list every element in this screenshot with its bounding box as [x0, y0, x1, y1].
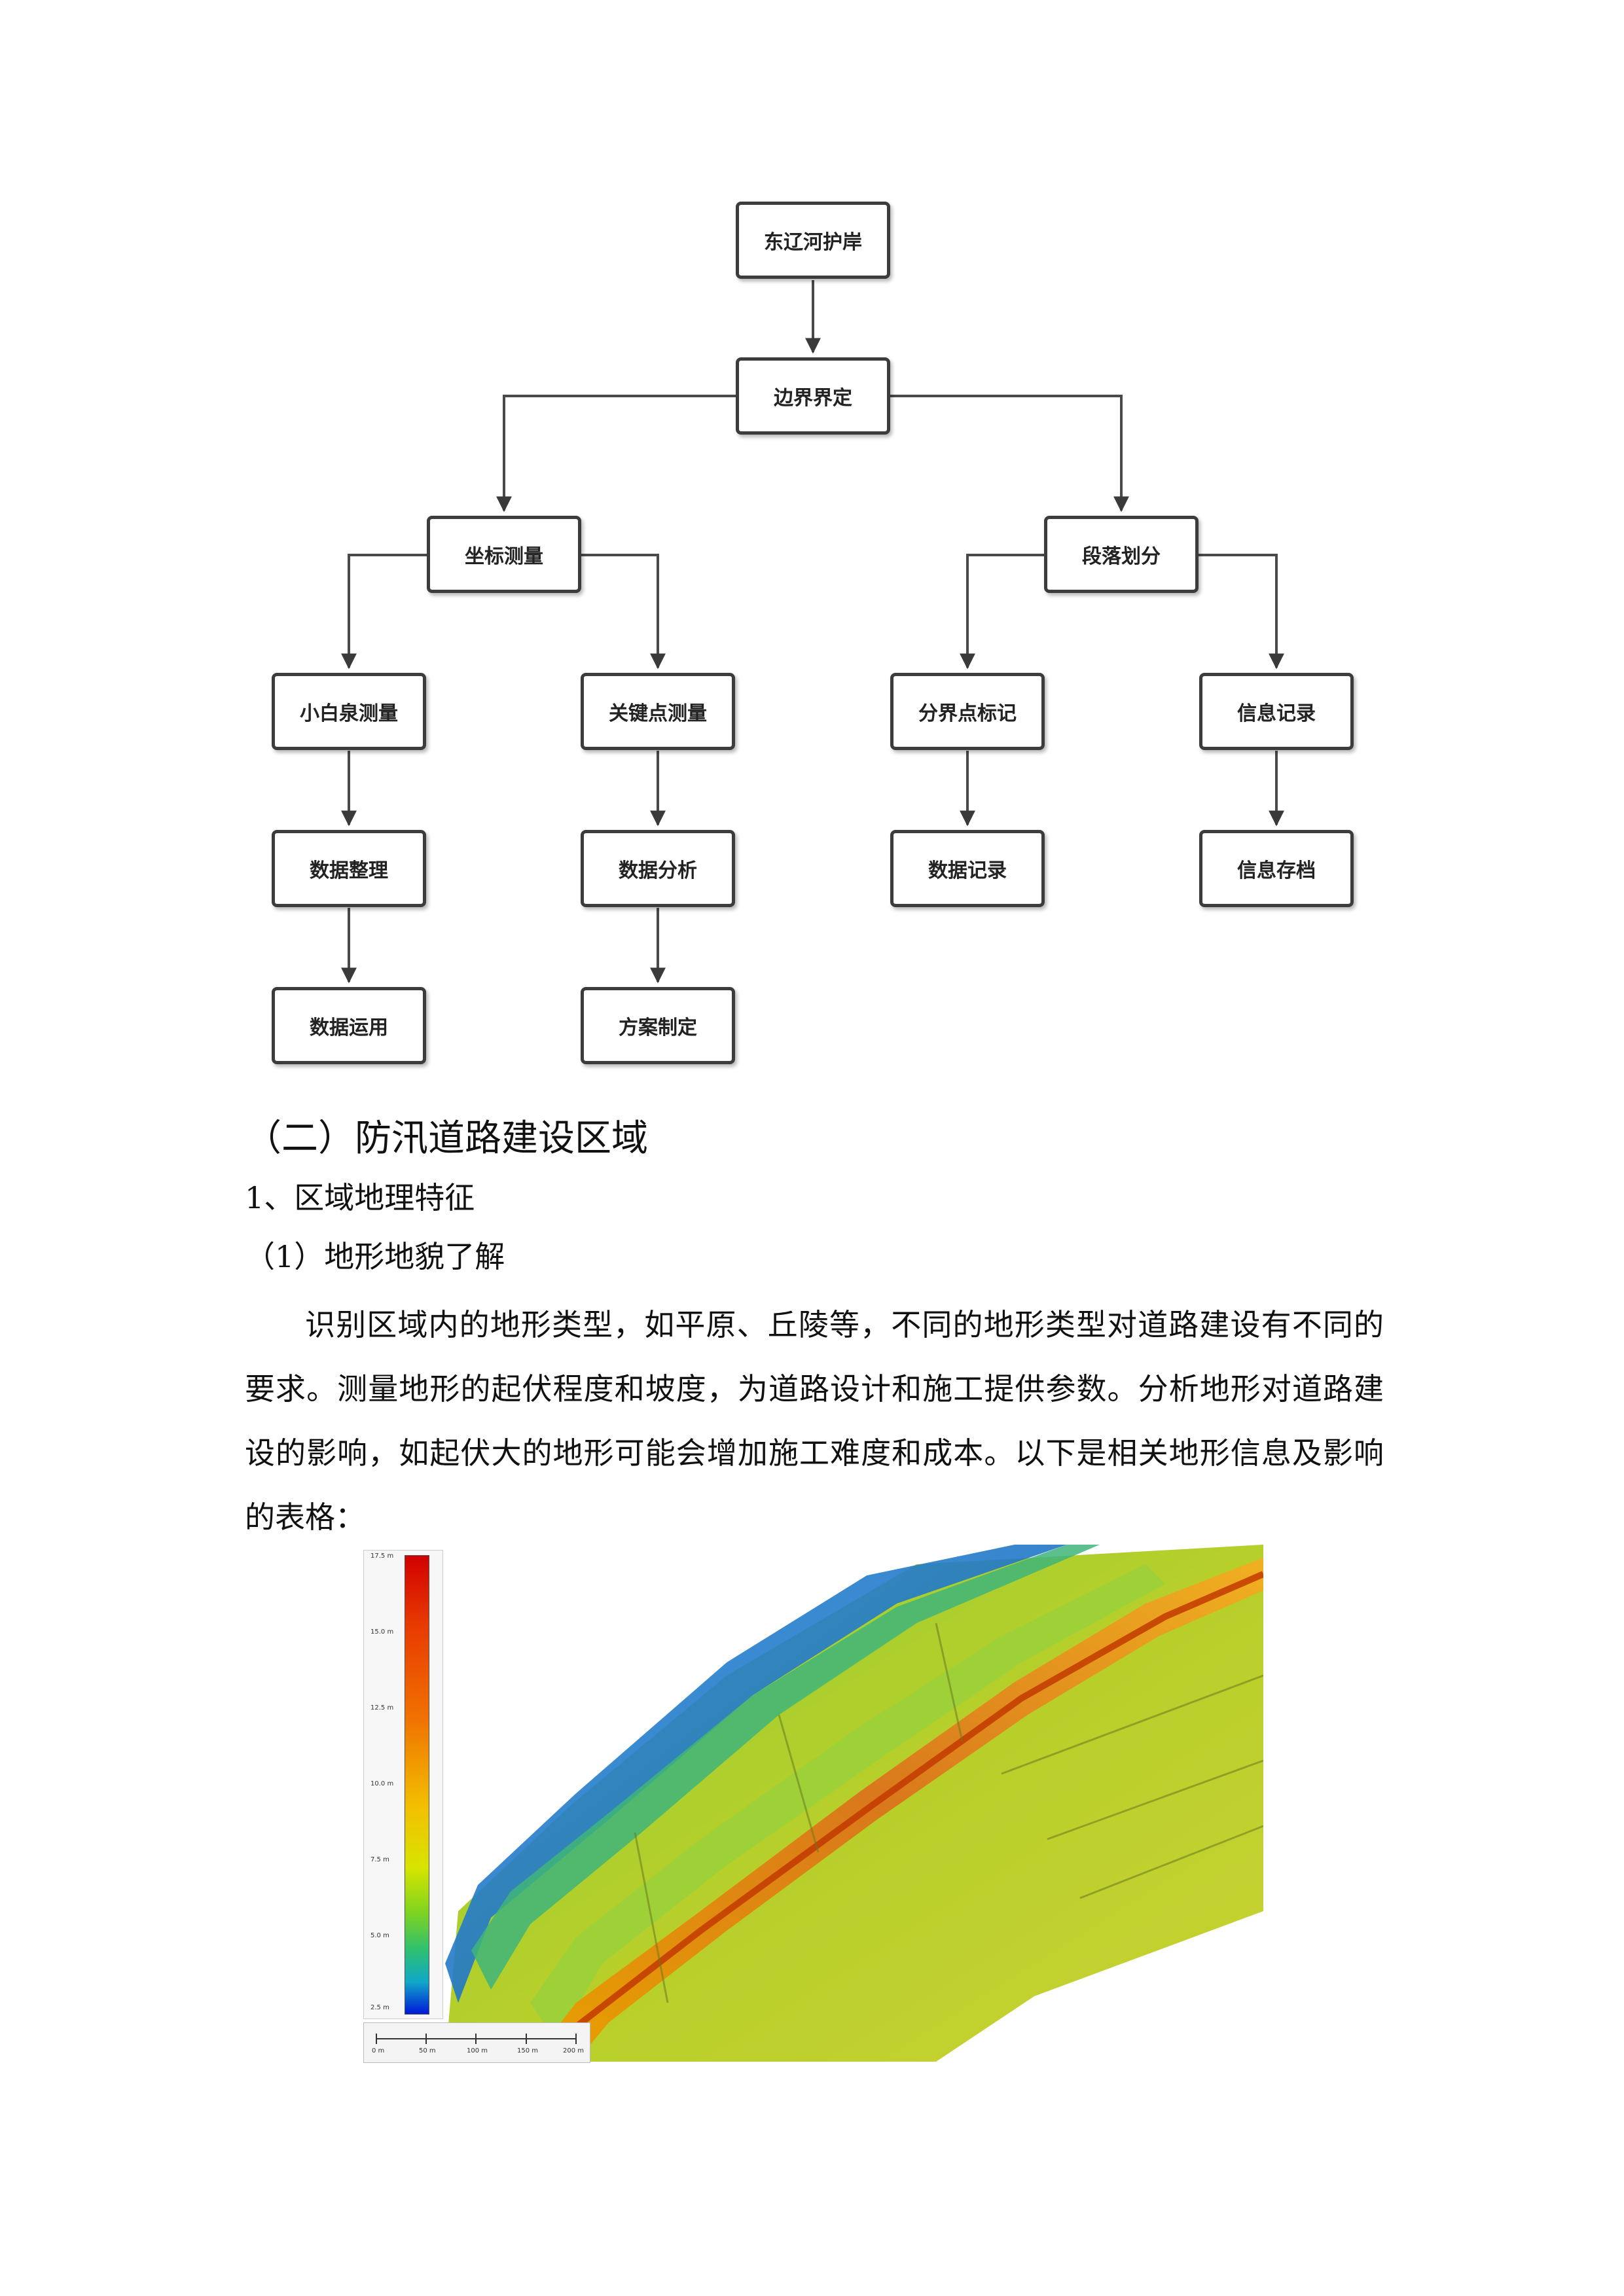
scale-bar-line: [376, 2034, 577, 2044]
legend-tick: 7.5 m: [370, 1856, 389, 1863]
terrain-floodplain: [530, 1564, 1165, 2042]
terrain-elevation-map: [360, 1545, 1263, 2062]
connector-right-b: [1199, 554, 1284, 670]
node-data-record: 数据记录: [890, 830, 1045, 907]
node-coordinate-survey: 坐标测量: [427, 516, 581, 593]
terrain-ridge-crest: [554, 1571, 1263, 2045]
legend-tick: 2.5 m: [370, 2004, 389, 2011]
node-xiaobaiquan-survey: 小白泉测量: [272, 673, 426, 750]
map-corner-background: [360, 1545, 916, 1964]
scale-label: 0 m: [372, 2047, 385, 2054]
section-heading: （二）防汛道路建设区域: [245, 1117, 648, 1160]
connector-right-branch: [890, 395, 1129, 512]
scale-label: 150 m: [517, 2047, 539, 2054]
node-root: 东辽河护岸: [736, 202, 890, 279]
node-data-organize: 数据整理: [272, 830, 426, 907]
node-plan-formulation: 方案制定: [581, 987, 735, 1064]
body-paragraph: 识别区域内的地形类型，如平原、丘陵等，不同的地形类型对道路建设有不同的要求。测量…: [245, 1307, 1384, 1535]
connector-left-b: [581, 554, 666, 670]
map-legend: [363, 1550, 443, 2019]
scale-label: 100 m: [467, 2047, 488, 2054]
flowchart: 东辽河护岸 边界界定 坐标测量 段落划分 小白泉测量 关键点测量 分界点标记 信…: [0, 0, 1624, 1086]
flowchart-connectors: [341, 280, 1284, 984]
legend-tick: 12.5 m: [370, 1704, 394, 1712]
node-boundary-marking: 分界点标记: [890, 673, 1045, 750]
scale-label: 200 m: [563, 2047, 585, 2054]
node-boundary: 边界界定: [736, 357, 890, 435]
connector-left-a: [341, 554, 427, 670]
node-data-application: 数据运用: [272, 987, 426, 1064]
section-subheading: 1、区域地理特征: [245, 1180, 475, 1215]
legend-tick: 17.5 m: [370, 1552, 394, 1560]
connector-left-branch: [496, 395, 736, 512]
connector-right-a: [960, 554, 1044, 670]
elevation-colorbar: [405, 1555, 429, 2015]
node-info-record: 信息记录: [1199, 673, 1354, 750]
node-keypoint-survey: 关键点测量: [581, 673, 735, 750]
node-info-archive: 信息存档: [1199, 830, 1354, 907]
terrain-field-lines: [634, 1623, 1263, 2003]
map-scale-bar: [363, 2022, 590, 2063]
node-data-analysis: 数据分析: [581, 830, 735, 907]
legend-tick: 15.0 m: [370, 1628, 394, 1636]
scale-label: 50 m: [419, 2047, 436, 2054]
node-segment-division: 段落划分: [1044, 516, 1199, 593]
legend-tick: 5.0 m: [370, 1932, 389, 1939]
legend-tick: 10.0 m: [370, 1780, 394, 1787]
terrain-embankment: [530, 1558, 1263, 2062]
section-subsubheading: （1）地形地貌了解: [245, 1239, 505, 1274]
